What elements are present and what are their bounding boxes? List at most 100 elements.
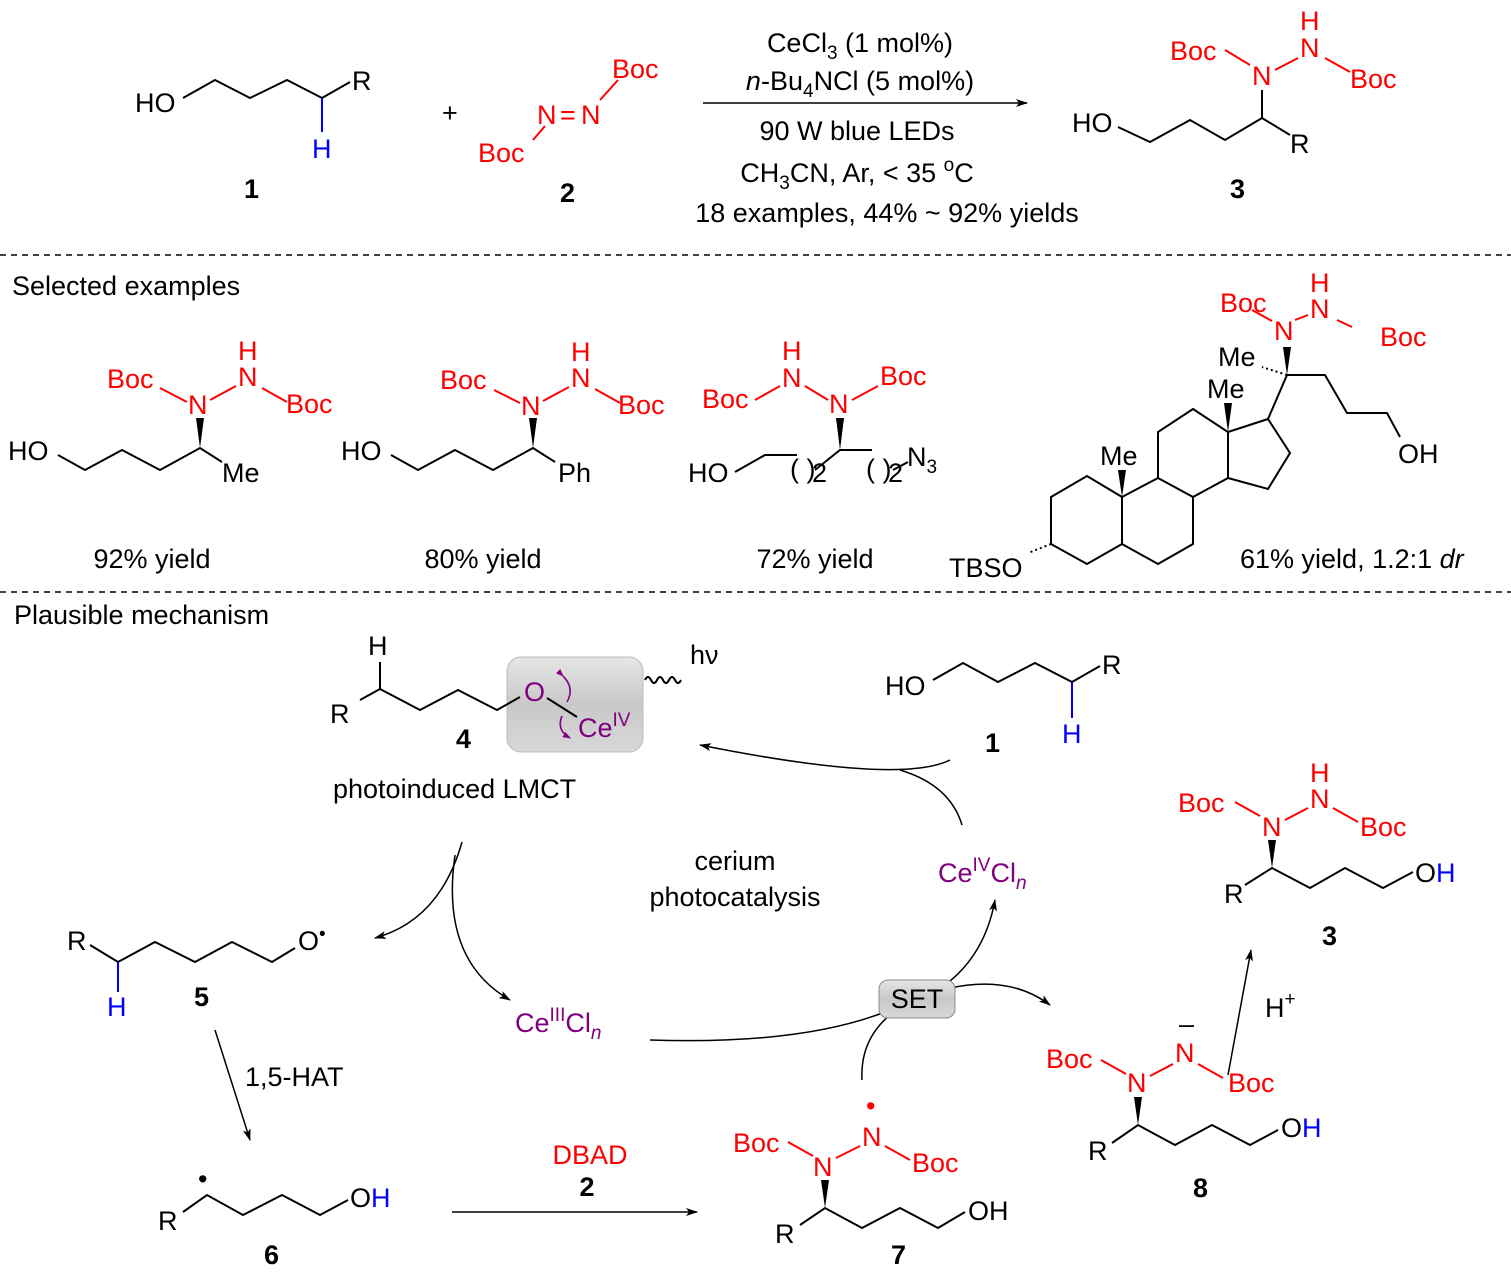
yield-label: 61% yield, 1.2:1 dr: [1240, 544, 1465, 574]
tbso-label: TBSO: [949, 553, 1023, 583]
set-arrow: [944, 899, 997, 986]
boc-label: Boc: [1360, 812, 1407, 842]
boc-label: Boc: [733, 1128, 780, 1158]
repeat-bracket: ( ): [790, 454, 815, 484]
scope-text: 18 examples, 44% ~ 92% yields: [695, 198, 1078, 228]
r-group-label: R: [352, 66, 372, 96]
nitrogen-label: N: [188, 390, 208, 420]
boc-label: Boc: [702, 384, 749, 414]
homolysis-arrow: [451, 854, 511, 1001]
additive-text: n-Bu4NCl (5 mol%): [746, 66, 974, 102]
compound-number: 2: [560, 178, 575, 208]
wavy-light-line: [644, 676, 682, 684]
repeat-bracket: ( ): [866, 454, 891, 484]
example-3: HO ( ) 2 ( ) 2 N3 Boc N H N Boc 72% yiel…: [688, 336, 937, 574]
nitrogen-label: N: [571, 363, 591, 393]
yield-label: 92% yield: [93, 544, 210, 574]
compound-number: 8: [1193, 1173, 1208, 1203]
compound-number: 3: [1230, 174, 1245, 204]
azide-label: N3: [907, 442, 937, 478]
set-arrow: [649, 1011, 886, 1042]
cycle-arrow: [699, 743, 951, 771]
boc-label: Boc: [1228, 1068, 1275, 1098]
oxygen-label: O: [524, 677, 545, 707]
homolysis-arrow: [374, 841, 463, 939]
ce-iv-chloride: CeIVCln: [938, 855, 1027, 894]
nitrogen-label: N: [813, 1152, 833, 1182]
compound-number: 4: [456, 724, 471, 754]
hydroxyl-label: HO: [1072, 108, 1113, 138]
catalyst-text: CeCl3 (1 mol%): [767, 28, 953, 64]
set-arrow: [861, 1014, 891, 1081]
light-symbol: hν: [690, 640, 719, 670]
compound-3-mechanism: Boc N N H Boc R OH 3: [1178, 758, 1456, 951]
set-arrow: [949, 983, 1051, 1006]
hydrogen-label: H: [107, 992, 127, 1022]
hydrogen-label: H: [238, 336, 258, 366]
nitrogen-label: N: [829, 389, 849, 419]
r-group-label: R: [775, 1219, 795, 1249]
nitrogen-label: N: [1252, 61, 1272, 91]
r-group-label: R: [1290, 129, 1310, 159]
repeat-count: 2: [888, 458, 903, 488]
negative-charge: –: [1179, 1009, 1194, 1039]
example-2: HO Ph Boc N N H Boc 80% yield: [341, 337, 665, 574]
reaction-conditions: CeCl3 (1 mol%) n-Bu4NCl (5 mol%) 90 W bl…: [695, 28, 1078, 228]
methyl-label: Me: [1218, 342, 1256, 372]
hydroxyl-label: OH: [968, 1196, 1009, 1226]
hydrogen-label: H: [1310, 758, 1330, 788]
electron-arrow: [555, 668, 571, 703]
cycle-label: cerium: [694, 846, 775, 876]
boc-label: Boc: [286, 389, 333, 419]
compound-2-dbad: Boc N = N Boc 2: [478, 54, 659, 208]
nitrogen-label: N: [537, 100, 557, 130]
compound-4: H R O CeIV hν 4 photoinduced LMCT: [330, 631, 719, 804]
hydrogen-label: H: [571, 337, 591, 367]
radical-dot: •: [866, 1091, 875, 1121]
compound-1: HO R H 1: [135, 66, 372, 204]
nitrogen-label: N: [521, 391, 541, 421]
compound-number: 6: [264, 1240, 279, 1270]
hydroxyl-label: OH: [1398, 439, 1439, 469]
boc-label: Boc: [1380, 322, 1427, 352]
r-group-label: R: [158, 1206, 178, 1236]
section-heading: Selected examples: [12, 271, 240, 301]
light-text: 90 W blue LEDs: [759, 116, 954, 146]
compound-8: Boc N N – Boc R OH 8: [1046, 1009, 1322, 1203]
example-4-steroid: TBSO Me Me Me OH Boc N N H Boc 61% yield…: [949, 268, 1465, 583]
ce-iii-chloride: CeIIICln: [515, 1005, 601, 1044]
boc-label: Boc: [440, 365, 487, 395]
hat-arrow: [214, 1029, 251, 1141]
hydroxyl-label: OH: [1415, 858, 1456, 888]
compound-number: 1: [985, 728, 1000, 758]
alkoxy-radical-label: O•: [298, 924, 326, 956]
hydroxyl-label: OH: [1281, 1113, 1322, 1143]
nitrogen-label: N: [1127, 1068, 1147, 1098]
compound-number: 3: [1322, 921, 1337, 951]
boc-label: Boc: [107, 364, 154, 394]
carbon-chain: [182, 78, 351, 100]
hydrogen-label: H: [1300, 6, 1320, 36]
hydroxyl-label: HO: [885, 671, 926, 701]
boc-label: Boc: [1178, 788, 1225, 818]
hydrogen-label: H: [782, 336, 802, 366]
boc-label: Boc: [1220, 288, 1267, 318]
r-group-label: R: [330, 699, 350, 729]
boc-label: Boc: [1170, 36, 1217, 66]
boc-label: Boc: [880, 361, 927, 391]
nitrogen-label: N: [581, 100, 601, 130]
nitrogen-label: N: [1274, 316, 1294, 346]
nitrogen-label: N: [1175, 1038, 1195, 1068]
boc-label: Boc: [618, 390, 665, 420]
r-group-label: R: [67, 926, 87, 956]
radical-dot: •: [198, 1164, 207, 1194]
cycle-label: photocatalysis: [649, 882, 820, 912]
methyl-label: Me: [1100, 441, 1138, 471]
repeat-count: 2: [812, 458, 827, 488]
compound-number: 5: [194, 982, 209, 1012]
nitrogen-label: N: [862, 1122, 882, 1152]
hydrogen-label: H: [1062, 719, 1082, 749]
compound-1-mechanism: HO R H 1: [885, 650, 1122, 758]
proton-label: H+: [1265, 989, 1296, 1023]
boc-label: Boc: [612, 54, 659, 84]
